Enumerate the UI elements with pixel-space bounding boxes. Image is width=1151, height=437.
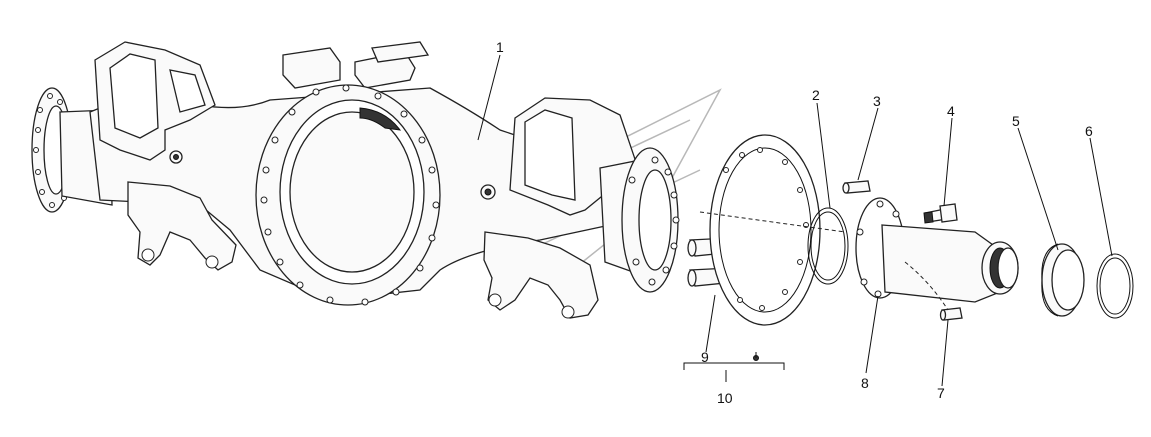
label-1: 1 (496, 39, 504, 55)
spindle (855, 197, 1019, 303)
part-labels: 1 2 3 4 5 6 7 8 9 10 (496, 39, 1093, 406)
label-3: 3 (873, 93, 881, 109)
label-4: 4 (947, 103, 955, 119)
label-2: 2 (812, 87, 820, 103)
bolt (923, 203, 958, 224)
label-5: 5 (1012, 113, 1020, 129)
pin (842, 180, 871, 194)
snap-ring (1096, 253, 1134, 319)
axle-housing (31, 41, 736, 319)
leader-lines (477, 54, 1113, 387)
label-10: 10 (717, 390, 733, 406)
brake-plate (709, 134, 821, 361)
label-8: 8 (861, 375, 869, 391)
banjo-bolt-holes (260, 84, 440, 306)
centre-line (699, 211, 846, 233)
label-6: 6 (1085, 123, 1093, 139)
label-9: 9 (701, 349, 709, 365)
seal (1041, 243, 1085, 317)
small-pin (939, 307, 963, 321)
label-7: 7 (937, 385, 945, 401)
o-ring (807, 207, 849, 285)
